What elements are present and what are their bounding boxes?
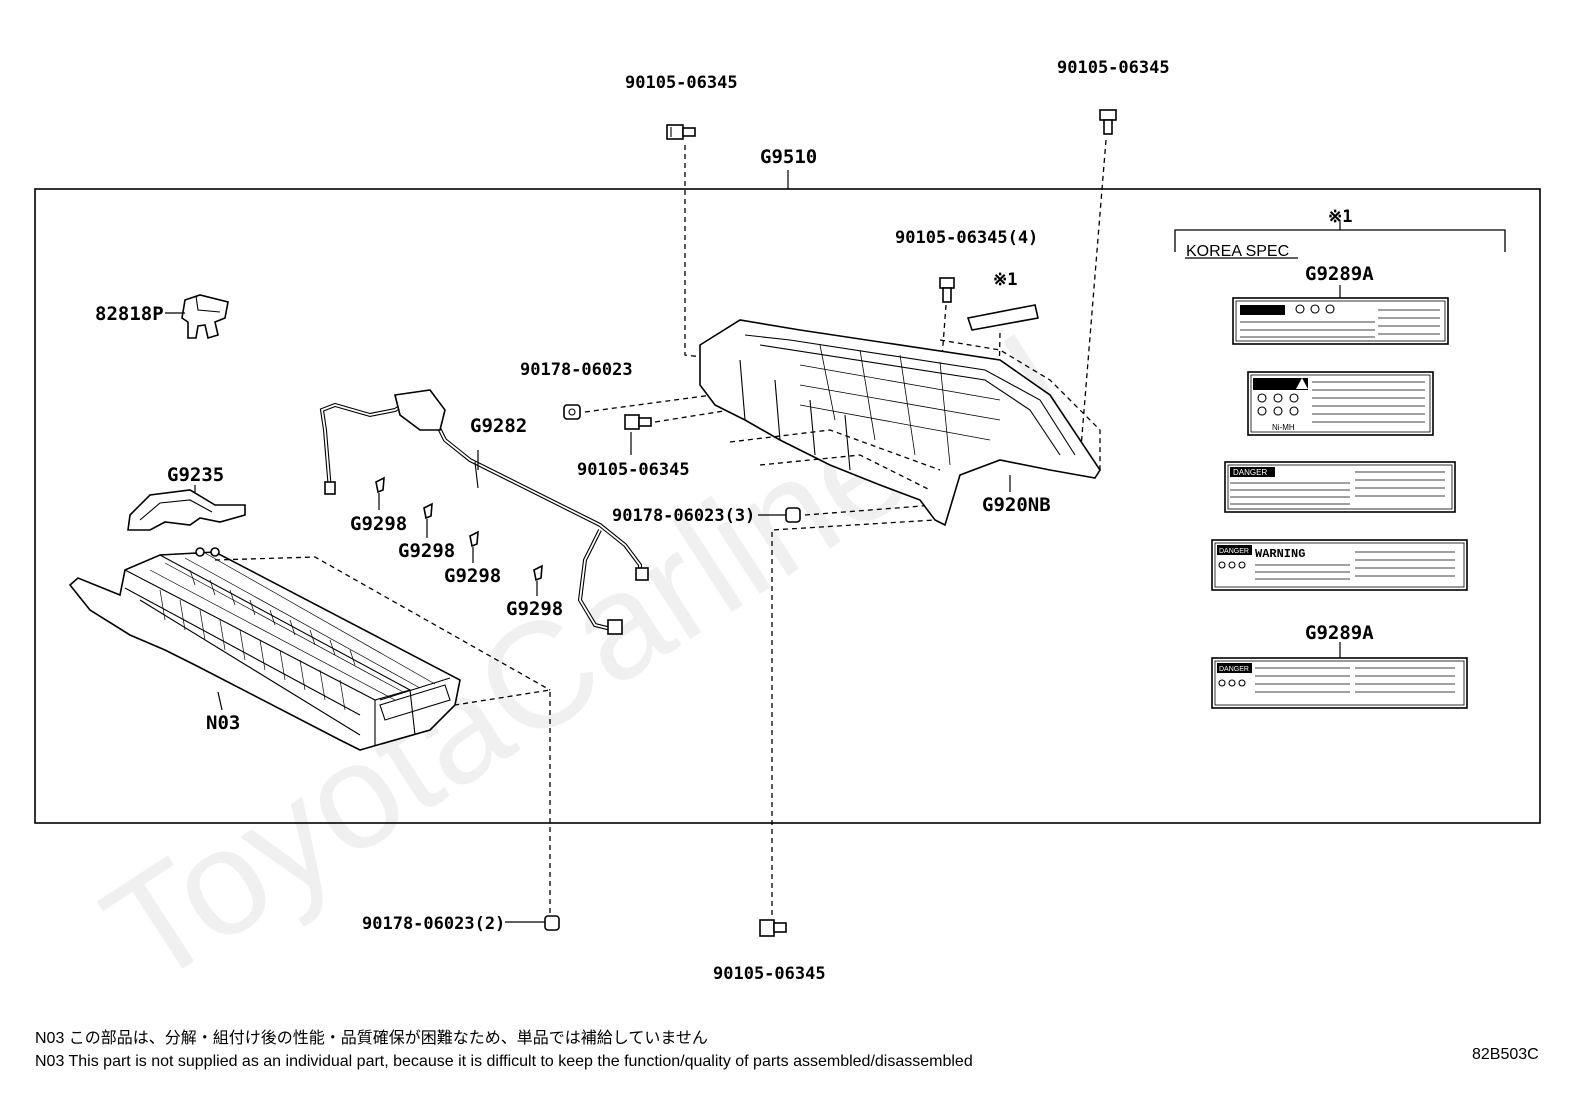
nut-leader bbox=[454, 689, 551, 913]
bracket-icon bbox=[181, 294, 229, 340]
part-number-label: G9235 bbox=[167, 464, 224, 486]
part-number-label: 82818P bbox=[95, 303, 164, 325]
wire-harness-icon bbox=[319, 389, 649, 635]
clip-icon bbox=[469, 530, 479, 548]
part-number-label: G920NB bbox=[982, 494, 1051, 516]
part-number-label: 90105-06345(4) bbox=[895, 228, 1038, 248]
part-number-label: G9298 bbox=[444, 565, 501, 587]
danger-text: DANGER bbox=[1233, 468, 1267, 477]
bolt-icon bbox=[939, 277, 955, 303]
nut-leader bbox=[584, 394, 713, 413]
battery-leader bbox=[217, 691, 223, 711]
reference-mark: ※1 bbox=[1328, 207, 1352, 227]
nimh-text: Ni-MH bbox=[1272, 423, 1295, 432]
footnote-japanese: N03 この部品は、分解・組付け後の性能・品質確保が困難なため、単品では補給して… bbox=[35, 1029, 708, 1047]
caution-label-3: DANGER bbox=[1224, 461, 1456, 513]
clip-icon bbox=[533, 564, 543, 582]
caution-label-2: Ni-MH bbox=[1247, 371, 1434, 436]
nut-icon bbox=[544, 915, 560, 931]
bolt-icon bbox=[1099, 109, 1117, 135]
part-number-label: 90105-06345 bbox=[577, 460, 690, 480]
clip-icon bbox=[423, 502, 433, 520]
bolt-leader bbox=[771, 519, 936, 915]
battery-cover-icon bbox=[699, 319, 1101, 527]
part-number-label: G9298 bbox=[506, 598, 563, 620]
part-number-label: 90105-06345 bbox=[713, 964, 826, 984]
nut-leader bbox=[804, 504, 936, 516]
drawing-code: 82B503C bbox=[1472, 1046, 1539, 1063]
warning-text: WARNING bbox=[1255, 547, 1305, 561]
part-number-label: 90178-06023(2) bbox=[362, 914, 505, 934]
assembly-label: G9510 bbox=[760, 146, 817, 168]
cover-outline-dash bbox=[759, 454, 931, 491]
battery-outline-dash bbox=[214, 556, 551, 691]
cover-outline-dash bbox=[939, 339, 1101, 470]
part-number-label: G9289A bbox=[1305, 263, 1374, 285]
danger-text: DANGER bbox=[1219, 666, 1249, 673]
part-number-label: 90178-06023 bbox=[520, 360, 633, 380]
caution-label-5: DANGER bbox=[1211, 657, 1468, 709]
part-number-label: G9289A bbox=[1305, 622, 1374, 644]
nut-icon bbox=[563, 404, 581, 420]
part-number-label: G9298 bbox=[398, 540, 455, 562]
caution-label-4: DANGER WARNING bbox=[1211, 539, 1468, 591]
bolt-leader bbox=[654, 409, 731, 423]
caution-sticker-icon bbox=[966, 304, 1039, 331]
caution-label-1 bbox=[1232, 297, 1449, 345]
part-number-label: N03 bbox=[206, 712, 240, 734]
bolt-leader bbox=[684, 145, 711, 359]
danger-text: DANGER bbox=[1219, 548, 1249, 555]
clip-icon bbox=[375, 476, 385, 494]
part-number-label: 90178-06023(3) bbox=[612, 506, 755, 526]
footnote-english: N03 This part is not supplied as an indi… bbox=[35, 1053, 973, 1070]
korea-spec-title: KOREA SPEC bbox=[1186, 243, 1289, 260]
nut-icon bbox=[785, 507, 801, 523]
part-number-label: G9282 bbox=[470, 415, 527, 437]
part-number-label: 90105-06345 bbox=[1057, 58, 1170, 78]
part-number-label: 90105-06345 bbox=[625, 73, 738, 93]
air-duct-icon bbox=[127, 489, 246, 531]
bolt-icon bbox=[759, 919, 787, 937]
bolt-leader bbox=[1079, 139, 1107, 461]
bolt-icon bbox=[666, 124, 696, 140]
part-number-label: G9298 bbox=[350, 513, 407, 535]
reference-mark: ※1 bbox=[993, 270, 1017, 290]
cover-outline-dash bbox=[729, 429, 941, 471]
battery-module-icon bbox=[68, 547, 461, 751]
bolt-icon bbox=[624, 414, 652, 430]
